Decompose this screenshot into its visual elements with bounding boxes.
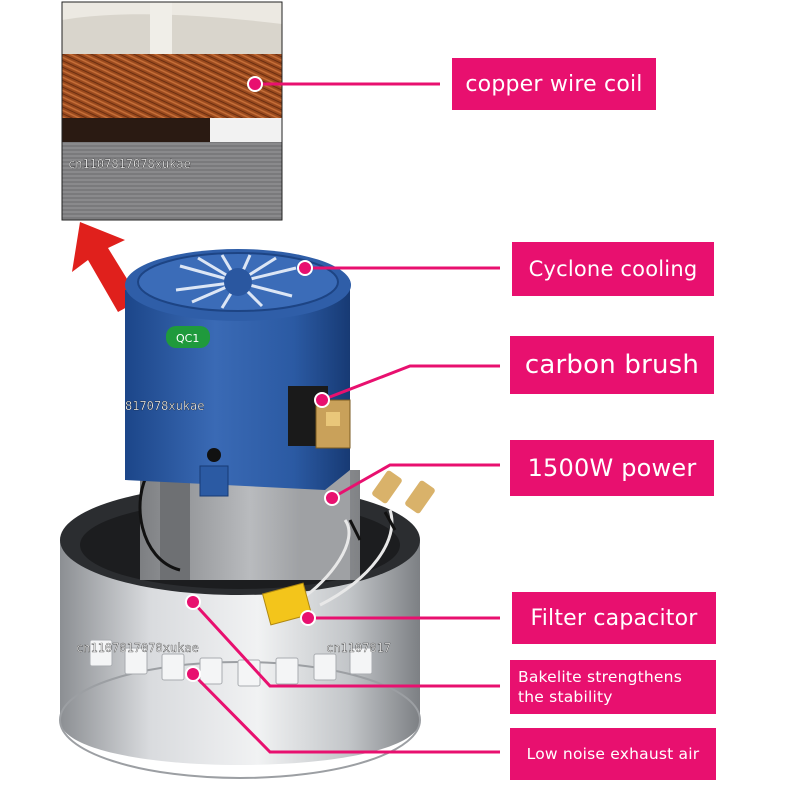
blue-motor-cap bbox=[125, 249, 351, 497]
leader-dots bbox=[185, 76, 340, 682]
watermark-inset: cn1107817078xukae bbox=[68, 157, 191, 171]
watermark-base-right: cn1107817 bbox=[326, 641, 391, 655]
label-cyclone-cooling-text: Cyclone cooling bbox=[528, 257, 698, 281]
label-bakelite-line2: the stability bbox=[518, 688, 613, 706]
wire-terminals bbox=[299, 470, 435, 607]
qc1-badge bbox=[166, 326, 210, 348]
label-bakelite-line1: Bakelite strengthens bbox=[518, 668, 682, 686]
label-bakelite: Bakelite strengthens the stability bbox=[510, 660, 716, 714]
label-copper-wire-coil: copper wire coil bbox=[452, 58, 656, 110]
watermark-motor-body: 817078xukae bbox=[125, 399, 204, 413]
coil-inset-photo bbox=[61, 1, 283, 221]
red-arrow-icon bbox=[72, 222, 140, 312]
leader-lines bbox=[191, 82, 500, 754]
label-low-noise: Low noise exhaust air bbox=[510, 728, 716, 780]
label-cyclone-cooling: Cyclone cooling bbox=[512, 242, 714, 296]
filter-capacitor bbox=[261, 582, 313, 626]
label-power-text: 1500W power bbox=[527, 454, 697, 482]
qc1-badge-text: QC1 bbox=[176, 332, 199, 345]
label-power: 1500W power bbox=[510, 440, 714, 496]
label-low-noise-text: Low noise exhaust air bbox=[526, 745, 700, 763]
watermark-base-left: cn1107817078xukae bbox=[76, 641, 199, 655]
label-copper-wire-coil-text: copper wire coil bbox=[465, 71, 643, 97]
label-carbon-brush-text: carbon brush bbox=[524, 350, 700, 380]
label-filter-capacitor: Filter capacitor bbox=[512, 592, 716, 644]
label-filter-capacitor-text: Filter capacitor bbox=[530, 605, 698, 631]
label-carbon-brush: carbon brush bbox=[510, 336, 714, 394]
